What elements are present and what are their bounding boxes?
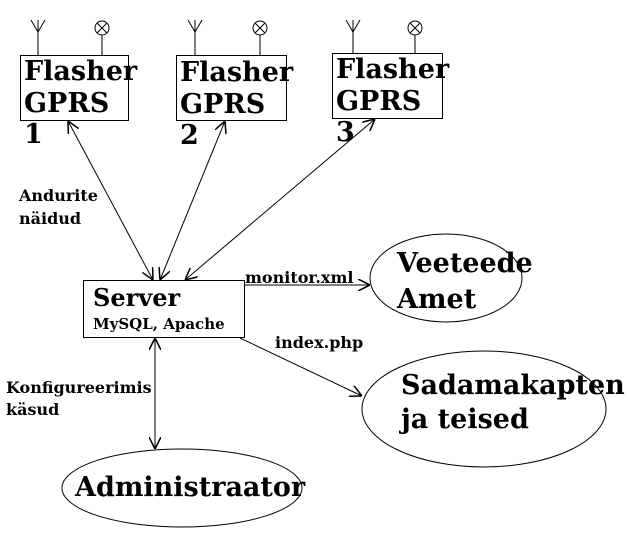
- index-php-label: index.php: [275, 333, 364, 352]
- flasher-2-line2: GPRS 2: [180, 89, 266, 151]
- server-title: Server: [93, 283, 181, 312]
- arrow-flasher1-server: [68, 121, 153, 280]
- indicator-lamp-icon: [407, 20, 423, 53]
- sadamakapten-node: [361, 350, 607, 468]
- sadamakapten-label-1: Sadamakapten: [401, 370, 625, 401]
- arrow-flasher3-server: [185, 119, 375, 280]
- flasher-2-line1: Flasher: [180, 57, 294, 88]
- server-box: Server MySQL, Apache: [83, 280, 245, 338]
- flasher-gprs-3-box: Flasher GPRS 3: [332, 53, 449, 148]
- config-commands-label-1: Konfigureerimis: [6, 378, 152, 397]
- administraator-node: [61, 448, 303, 528]
- veeteede-label-1: Veeteede: [397, 248, 533, 279]
- antenna-icon: [30, 19, 46, 55]
- flasher-1-line1: Flasher: [24, 56, 138, 87]
- veeteede-label-2: Amet: [397, 284, 477, 315]
- indicator-lamp-icon: [94, 20, 110, 55]
- sensor-readings-label-2: näidud: [19, 209, 82, 228]
- flasher-3-line2: GPRS 3: [336, 86, 422, 148]
- flasher-1-line2: GPRS 1: [24, 88, 110, 150]
- sensor-readings-label-1: Andurite: [19, 186, 98, 205]
- antenna-icon: [187, 19, 203, 55]
- config-commands-label-2: käsud: [6, 400, 60, 419]
- sadamakapten-label-2: ja teised: [401, 404, 529, 435]
- flasher-gprs-1-box: Flasher GPRS 1: [20, 55, 137, 150]
- monitor-xml-label: monitor.xml: [245, 268, 354, 287]
- indicator-lamp-icon: [252, 20, 268, 55]
- flasher-3-line1: Flasher: [336, 54, 450, 85]
- administraator-label: Administraator: [75, 472, 306, 503]
- antenna-icon: [345, 19, 361, 53]
- flasher-gprs-2-box: Flasher GPRS 2: [176, 55, 293, 151]
- arrow-server-sadamakapten: [239, 337, 362, 396]
- server-subtitle: MySQL, Apache: [93, 315, 225, 333]
